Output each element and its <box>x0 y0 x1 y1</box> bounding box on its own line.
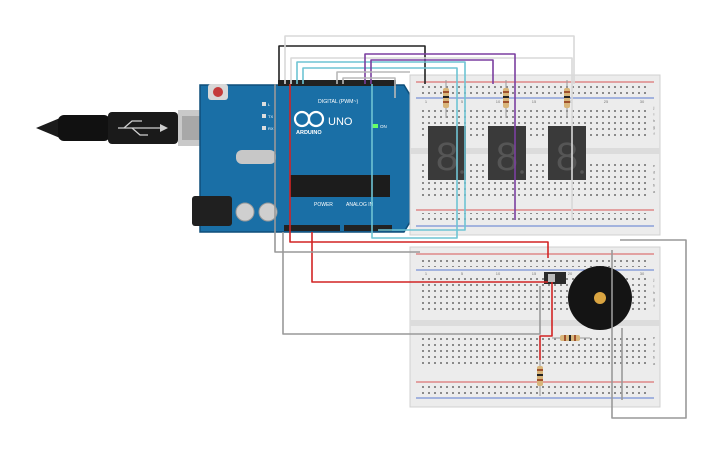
power-header[interactable] <box>284 225 340 231</box>
wire-gray-2[interactable] <box>342 77 396 98</box>
row-letter: d <box>653 170 655 175</box>
led-rx-label: RX <box>268 126 274 131</box>
row-letter: c <box>653 176 655 181</box>
column-number: 20 <box>568 271 573 276</box>
resistor-display-2[interactable] <box>503 80 509 118</box>
wire-red-1[interactable] <box>289 84 549 258</box>
row-letter: i <box>654 284 655 289</box>
wire-red-2[interactable] <box>311 232 548 283</box>
wire-red-3[interactable] <box>539 282 553 360</box>
arduino-logo: ARDUINO <box>293 110 325 136</box>
microcontroller-chip <box>290 175 390 197</box>
row-letter: j <box>653 277 655 282</box>
analog-header[interactable] <box>344 225 392 231</box>
digital-header-label: DIGITAL (PWM~) <box>318 99 358 105</box>
column-number: 5 <box>461 271 464 276</box>
row-letter: a <box>653 361 656 366</box>
row-letter: d <box>653 342 655 347</box>
usb-icon <box>118 120 168 136</box>
led-on-label: ON <box>380 124 387 129</box>
row-letter: b <box>653 355 656 360</box>
wire-gray-1[interactable] <box>336 71 410 84</box>
row-letter: g <box>653 125 655 130</box>
seven-segment-display-3[interactable]: 8 <box>548 126 586 180</box>
wire-white-1[interactable] <box>284 35 575 84</box>
row-letter: h <box>653 118 655 123</box>
resistor-display-1[interactable] <box>443 80 449 118</box>
column-number: 25 <box>604 99 609 104</box>
usb-cable <box>36 110 226 146</box>
power-header-label: POWER <box>314 202 333 208</box>
wire-gray-5[interactable] <box>611 239 687 419</box>
column-number: 15 <box>532 99 537 104</box>
resistor-display-3[interactable] <box>564 80 570 118</box>
row-letter: i <box>654 112 655 117</box>
row-letter: c <box>653 348 655 353</box>
wire-gray-3[interactable] <box>282 232 541 335</box>
wire-purple-1[interactable] <box>364 53 516 220</box>
row-letter: a <box>653 189 656 194</box>
seven-segment-display-2[interactable]: 8 <box>488 126 526 180</box>
wire-white-2[interactable] <box>290 57 573 220</box>
row-letter: e <box>653 163 656 168</box>
led-l-label: L <box>268 102 271 107</box>
piezo-buzzer[interactable] <box>568 266 632 330</box>
power-jack <box>192 196 232 226</box>
resistor-switch[interactable] <box>537 360 543 396</box>
column-number: 15 <box>532 271 537 276</box>
led-tx-label: TX <box>268 114 273 119</box>
wire-gray-4[interactable] <box>274 84 420 253</box>
column-number: 10 <box>496 99 501 104</box>
column-number: 1 <box>425 99 428 104</box>
display-3-digit: 8 <box>556 135 578 179</box>
column-number: 30 <box>640 99 645 104</box>
row-letter: b <box>653 183 656 188</box>
row-letter: f <box>653 303 655 308</box>
display-2-digit: 8 <box>496 135 518 179</box>
breadboard-bottom-labels: 151015202530jihgfedcba <box>425 271 656 366</box>
wire-black-1[interactable] <box>278 45 426 84</box>
row-letter: g <box>653 297 655 302</box>
capacitor-2 <box>258 202 278 222</box>
slide-switch[interactable] <box>544 272 566 284</box>
display-1-digit: 8 <box>436 135 458 179</box>
crystal <box>236 150 276 164</box>
row-letter: e <box>653 335 656 340</box>
resistor-buzzer[interactable] <box>552 335 590 341</box>
row-letter: j <box>653 105 655 110</box>
column-number: 10 <box>496 271 501 276</box>
row-letter: f <box>653 131 655 136</box>
seven-segment-display-1[interactable]: 8 <box>428 126 466 180</box>
column-number: 20 <box>568 99 573 104</box>
arduino-board[interactable]: L TX RX ON ARDUINO UNO DIGITAL (PWM~) PO… <box>192 80 411 233</box>
column-number: 1 <box>425 271 428 276</box>
board-name: UNO <box>328 116 353 128</box>
analog-header-label: ANALOG IN <box>346 202 374 208</box>
column-number: 5 <box>461 99 464 104</box>
capacitor-1 <box>235 202 255 222</box>
wire-cyan-2[interactable] <box>302 67 458 239</box>
wire-cyan-1[interactable] <box>296 61 466 231</box>
brand-label: ARDUINO <box>296 130 322 136</box>
breadboard-top-labels: 151015202530jihgfedcba <box>425 99 656 194</box>
column-number: 30 <box>640 271 645 276</box>
row-letter: h <box>653 290 655 295</box>
